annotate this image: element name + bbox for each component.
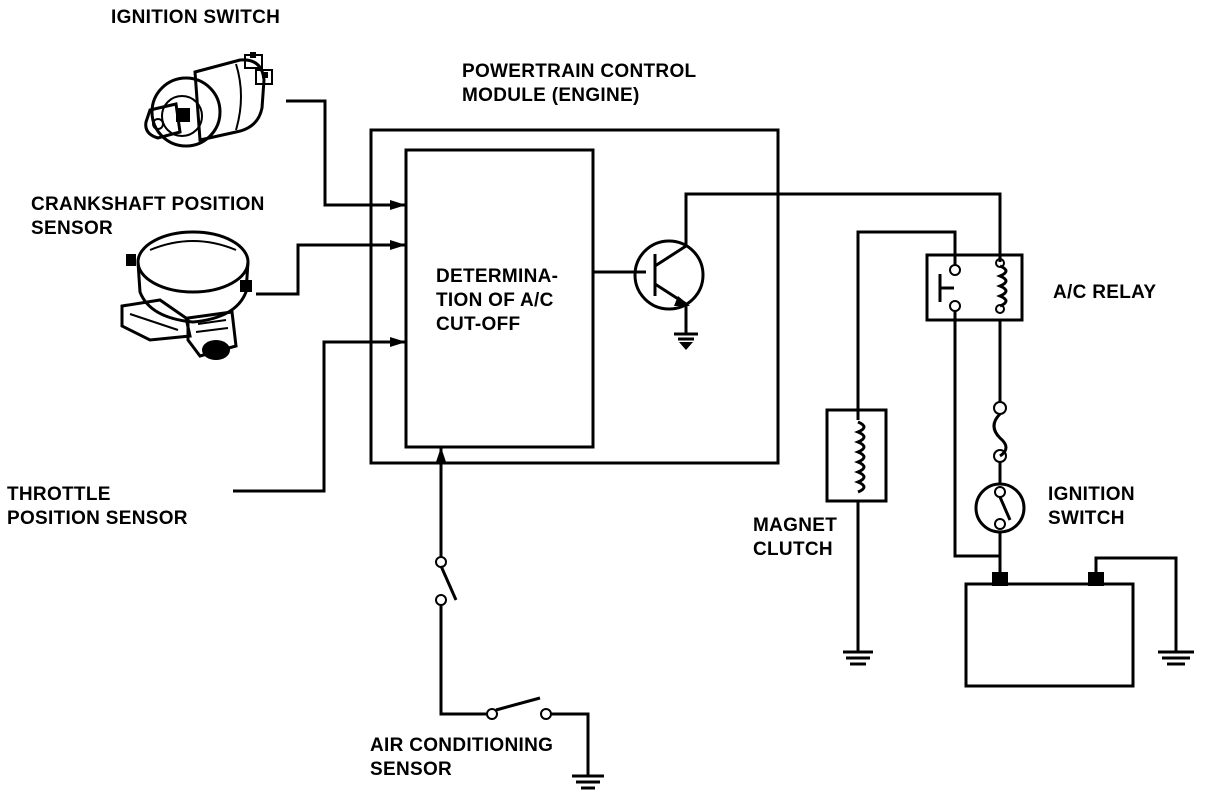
ignition-switch-label: IGNITION SWITCH xyxy=(111,7,281,28)
pcm-label-line2: MODULE (ENGINE) xyxy=(462,85,640,106)
determination-box xyxy=(404,148,595,449)
ignition-key-switch-icon xyxy=(144,52,273,148)
ground-icon xyxy=(674,332,698,350)
air-conditioning-line1: AIR CONDITIONING xyxy=(370,735,554,756)
throttle-label: THROTTLE POSITION SENSOR xyxy=(7,483,188,531)
determination-label: DETERMINA- TION OF A/C CUT-OFF xyxy=(436,265,558,337)
ac-relay-label: A/C RELAY xyxy=(1053,282,1157,303)
input-wires xyxy=(233,99,406,493)
crankshaft-label: CRANKSHAFT POSITION SENSOR xyxy=(31,193,265,241)
crankshaft-label-line1: CRANKSHAFT POSITION xyxy=(31,194,265,215)
air-conditioning-label: AIR CONDITIONING SENSOR xyxy=(370,734,553,782)
air-conditioning-line2: SENSOR xyxy=(370,759,453,780)
ground-icon xyxy=(1158,650,1194,666)
crankshaft-sensor-icon xyxy=(120,230,252,360)
throttle-label-line1: THROTTLE xyxy=(7,484,111,505)
ignition-switch-right-line1: IGNITION xyxy=(1048,484,1135,505)
magnet-clutch-line1: MAGNET xyxy=(753,515,838,536)
determination-label-line3: CUT-OFF xyxy=(436,314,521,335)
pcm-label: POWERTRAIN CONTROL MODULE (ENGINE) xyxy=(462,60,696,108)
throttle-label-line2: POSITION SENSOR xyxy=(7,508,188,529)
pcm-label-line1: POWERTRAIN CONTROL xyxy=(462,61,697,82)
ignition-switch-right-line2: SWITCH xyxy=(1048,508,1125,529)
battery-icon xyxy=(964,556,1178,688)
switch-icon xyxy=(974,482,1026,576)
ground-icon xyxy=(843,650,873,666)
ground-icon xyxy=(572,774,604,790)
magnet-clutch-label: MAGNET CLUTCH xyxy=(753,514,837,562)
ignition-switch-right-label: IGNITION SWITCH xyxy=(1048,483,1135,531)
switch-icon xyxy=(435,447,590,776)
relay-icon xyxy=(925,253,1024,322)
determination-label-line1: DETERMINA- xyxy=(436,266,559,287)
coil-icon xyxy=(825,408,888,652)
determination-label-line2: TION OF A/C xyxy=(436,290,554,311)
fuse-icon xyxy=(992,320,1008,484)
pcm-box xyxy=(369,128,780,465)
crankshaft-label-line2: SENSOR xyxy=(31,218,114,239)
magnet-clutch-line2: CLUTCH xyxy=(753,539,833,560)
transistor-icon xyxy=(593,192,1002,334)
